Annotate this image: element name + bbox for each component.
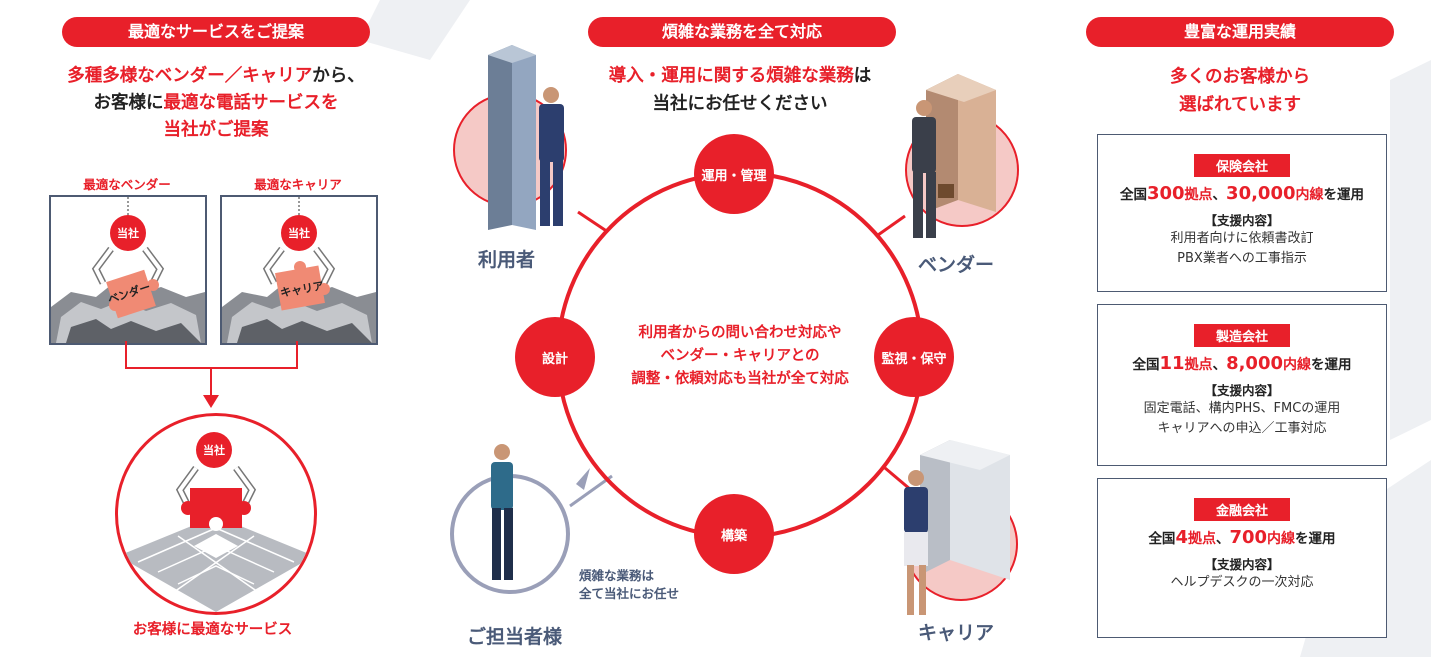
center-description: 利用者からの問い合わせ対応や ベンダー・キャリアとの 調整・依頼対応も当社が全て…: [595, 322, 885, 391]
carrier-label: 最適なキャリア: [254, 177, 342, 192]
case-card-insurance: 保険会社 全国300拠点、30,000内線を運用 【支援内容】 利用者向けに依頼…: [1097, 134, 1387, 292]
left-heading-text: から、: [312, 66, 365, 86]
right-heading-line1: 多くのお客様から: [1170, 67, 1310, 87]
left-heading-highlight: 最適な電話サービスを: [163, 93, 339, 113]
center-description-line: 調整・依頼対応も当社が全て対応: [631, 371, 849, 387]
staff-note-line: 全て当社にお任せ: [579, 586, 680, 601]
company-badge: 当社: [110, 215, 146, 251]
vendor-label: 最適なベンダー: [83, 177, 171, 192]
staff-note-line: 煩雑な業務は: [579, 568, 655, 583]
center-heading-line1: 導入・運用に関する煩雑な業務は: [540, 63, 940, 90]
company-badge: 当社: [281, 215, 317, 251]
support-heading: 【支援内容】: [1204, 213, 1280, 228]
case-industry-tag: 金融会社: [1193, 498, 1290, 521]
support-line: キャリアへの申込／工事対応: [1157, 421, 1327, 436]
role-vendor-label: ベンダー: [918, 254, 995, 276]
carrier-building: [920, 440, 1010, 580]
service-cycle-diagram: [450, 45, 1019, 615]
support-line: PBX業者への工事指示: [1177, 251, 1307, 266]
left-heading-line2: お客様に最適な電話サービスを: [20, 90, 412, 117]
user-building: [488, 45, 536, 230]
node-design: 設計: [515, 317, 595, 397]
center-heading-text: は: [853, 66, 872, 86]
center-description-line: ベンダー・キャリアとの: [660, 348, 820, 364]
case-card-finance: 金融会社 全国4拠点、700内線を運用 【支援内容】 ヘルプデスクの一次対応: [1097, 478, 1387, 638]
center-heading-highlight: 導入・運用に関する煩雑な業務: [608, 66, 854, 86]
carrier-person: [904, 470, 928, 615]
left-heading-line1: 多種多様なベンダー／キャリアから、: [20, 63, 412, 90]
support-line: 利用者向けに依頼書改訂: [1170, 231, 1314, 246]
left-heading-highlight: 多種多様なベンダー／キャリア: [67, 66, 313, 86]
completed-puzzle-illustration: [118, 465, 314, 612]
case-industry-tag: 製造会社: [1193, 324, 1290, 347]
result-caption: お客様に最適なサービス: [132, 622, 293, 638]
node-construction: 構築: [694, 494, 774, 574]
role-user-label: 利用者: [478, 249, 536, 271]
center-description-line: 利用者からの問い合わせ対応や: [638, 325, 842, 341]
role-carrier-label: キャリア: [918, 622, 995, 644]
case-stat: 全国11拠点、8,000内線を運用: [1132, 353, 1352, 374]
support-line: ヘルプデスクの一次対応: [1170, 575, 1314, 590]
right-heading-line2: 選ばれています: [1179, 95, 1301, 115]
result-circle: 当社: [115, 413, 317, 615]
puzzle-pile-illustration: [51, 197, 205, 343]
user-person: [539, 87, 564, 226]
left-heading-line3: 当社がご提案: [163, 120, 269, 140]
merge-arrow: [125, 341, 298, 408]
support-heading: 【支援内容】: [1204, 383, 1280, 398]
case-stat: 全国4拠点、700内線を運用: [1148, 527, 1336, 548]
carrier-frame: 当社 キャリア: [220, 195, 378, 345]
right-section-pill: 豊富な運用実績: [1086, 17, 1394, 47]
left-heading-text: お客様に: [93, 93, 164, 113]
case-industry-tag: 保険会社: [1193, 154, 1290, 177]
case-card-manufacturing: 製造会社 全国11拠点、8,000内線を運用 【支援内容】 固定電話、構内PHS…: [1097, 304, 1387, 466]
company-badge: 当社: [196, 432, 232, 468]
vendor-person: [912, 100, 954, 238]
staff-person: [491, 444, 513, 580]
left-section-pill: 最適なサービスをご提案: [62, 17, 370, 47]
puzzle-pile-illustration: [222, 197, 376, 343]
center-heading-line2: 当社にお任せください: [652, 94, 828, 114]
role-staff-label: ご担当者様: [467, 626, 563, 648]
center-section-pill: 煩雑な業務を全て対応: [588, 17, 896, 47]
support-heading: 【支援内容】: [1204, 557, 1280, 572]
vendor-frame: 当社 ベンダー: [49, 195, 207, 345]
case-stat: 全国300拠点、30,000内線を運用: [1119, 183, 1365, 204]
vendor-building: [926, 74, 996, 212]
staff-note: 煩雑な業務は 全て当社にお任せ: [579, 567, 679, 603]
node-monitoring-maintenance: 監視・保守: [874, 317, 954, 397]
node-operation-management: 運用・管理: [694, 134, 774, 214]
support-line: 固定電話、構内PHS、FMCの運用: [1143, 401, 1341, 416]
